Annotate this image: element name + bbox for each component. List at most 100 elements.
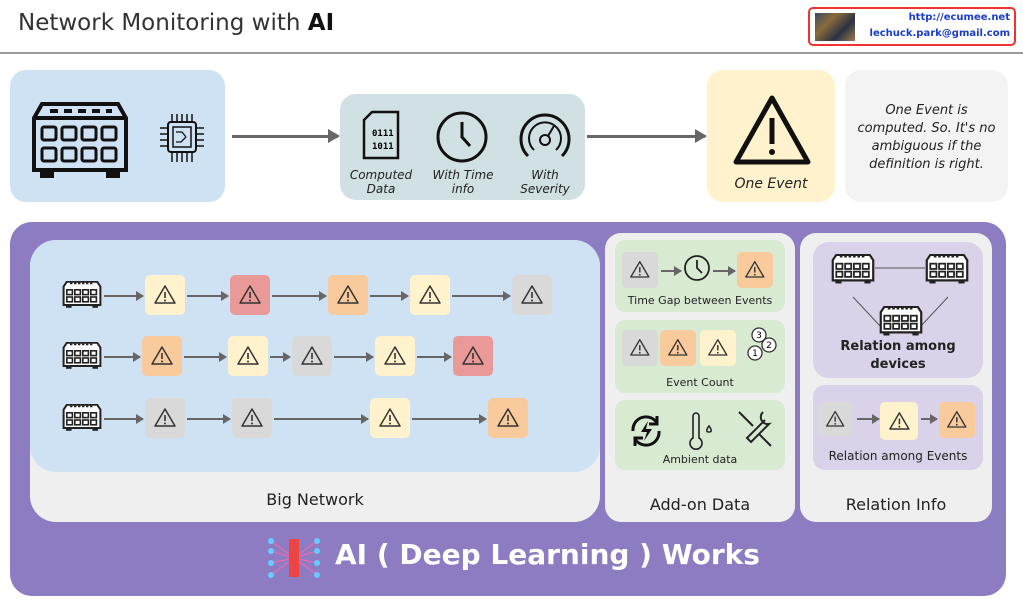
repair-tools-icon: [738, 411, 772, 447]
warning-icon: [154, 285, 176, 304]
warning-icon: [379, 408, 401, 427]
network-switch-icon: [831, 253, 875, 284]
event-yellow: [700, 330, 736, 366]
device-panel: [10, 70, 225, 202]
contact-box: http://ecumee.net lechuck.park@gmail.com: [808, 7, 1016, 46]
event-yellow: [410, 275, 450, 315]
arrow: [104, 291, 144, 301]
warning-icon: [301, 346, 323, 365]
warning-icon: [888, 411, 910, 430]
flow-arrow: [232, 129, 340, 143]
event-count-label: Event Count: [666, 376, 734, 389]
switch: [62, 280, 102, 312]
addon-label: Add-on Data: [649, 495, 751, 514]
arrow: [187, 291, 229, 301]
event-yellow: [145, 275, 185, 315]
warning-icon: [151, 346, 173, 365]
ambient-label: Ambient data: [662, 453, 738, 466]
clock-icon: [436, 111, 488, 163]
event-red: [453, 336, 493, 376]
note-panel: One Event is computed. So. It's no ambig…: [845, 70, 1008, 202]
arrow: [661, 266, 682, 276]
event-orange: [737, 252, 773, 288]
time-gap-label: Time Gap between Events: [627, 294, 773, 307]
warning-icon: [384, 346, 406, 365]
time-gap-box: Time Gap between Events: [615, 240, 785, 312]
computed-data-label: Computed Data: [349, 168, 413, 196]
ambient-box: Ambient data: [615, 400, 785, 470]
note-text: One Event is computed. So. It's no ambig…: [857, 103, 996, 172]
relation-events-box: Relation among Events: [813, 385, 983, 470]
flow-arrow: [587, 129, 707, 143]
network-rows-area: [30, 240, 600, 472]
event-grey: [512, 275, 552, 315]
event-yellow: [880, 402, 918, 440]
warning-icon: [947, 411, 967, 428]
one-event-label: One Event: [734, 176, 808, 192]
arrow: [713, 266, 736, 276]
warning-icon: [497, 408, 519, 427]
warning-icon: [668, 339, 688, 356]
warning-icon: [241, 408, 263, 427]
arrow: [452, 291, 511, 301]
chip-icon: [160, 114, 204, 162]
event-grey: [232, 398, 272, 438]
event-grey: [145, 398, 185, 438]
svg-text:0111: 0111: [372, 129, 394, 139]
relation-panel: Relation among devices Relation among Ev…: [800, 233, 992, 522]
network-switch-icon: [879, 305, 923, 336]
arrow: [187, 414, 231, 424]
contact-email[interactable]: lechuck.park@gmail.com: [869, 28, 1010, 39]
warning-icon: [825, 410, 845, 427]
event-orange: [328, 275, 368, 315]
arrow: [270, 352, 291, 362]
clock-icon: [683, 254, 711, 286]
event-yellow: [228, 336, 268, 376]
arrow: [857, 414, 880, 424]
neural-network-icon: [268, 538, 320, 578]
contact-url[interactable]: http://ecumee.net: [908, 12, 1010, 23]
event-red: [230, 275, 270, 315]
arrow: [412, 414, 487, 424]
arrow: [104, 352, 141, 362]
arrow: [334, 352, 374, 362]
network-switch-icon: [62, 341, 102, 369]
event-orange: [142, 336, 182, 376]
warning-icon: [521, 285, 543, 304]
svg-text:1: 1: [752, 349, 758, 359]
svg-text:3: 3: [756, 331, 762, 341]
warning-icon: [630, 339, 650, 356]
switch: [925, 253, 969, 288]
thermometer-icon: [689, 412, 712, 450]
event-grey: [622, 252, 658, 288]
arrow: [370, 291, 409, 301]
warning-icon: [337, 285, 359, 304]
network-switch-icon: [62, 403, 102, 431]
warning-icon: [239, 285, 261, 304]
network-switch-icon: [62, 280, 102, 308]
title-text: Network Monitoring with: [18, 10, 308, 36]
device-links: [852, 267, 949, 328]
event-yellow: [375, 336, 415, 376]
warning-icon: [733, 95, 811, 165]
warning-icon: [708, 339, 728, 356]
event-grey: [292, 336, 332, 376]
network-switch-icon: [925, 253, 969, 284]
divider: [0, 52, 1023, 54]
one-event-panel: One Event: [707, 70, 835, 202]
title-ai: AI: [307, 10, 335, 36]
relation-devices-box: Relation among devices: [813, 242, 983, 378]
arrow: [921, 414, 938, 424]
warning-icon: [419, 285, 441, 304]
arrow: [272, 291, 327, 301]
event-orange: [939, 402, 975, 438]
warning-icon: [630, 261, 650, 278]
switch: [62, 341, 102, 373]
relation-devices-label: Relation among devices: [840, 339, 956, 372]
footer-title: AI ( Deep Learning ) Works: [335, 538, 760, 571]
event-orange: [488, 398, 528, 438]
